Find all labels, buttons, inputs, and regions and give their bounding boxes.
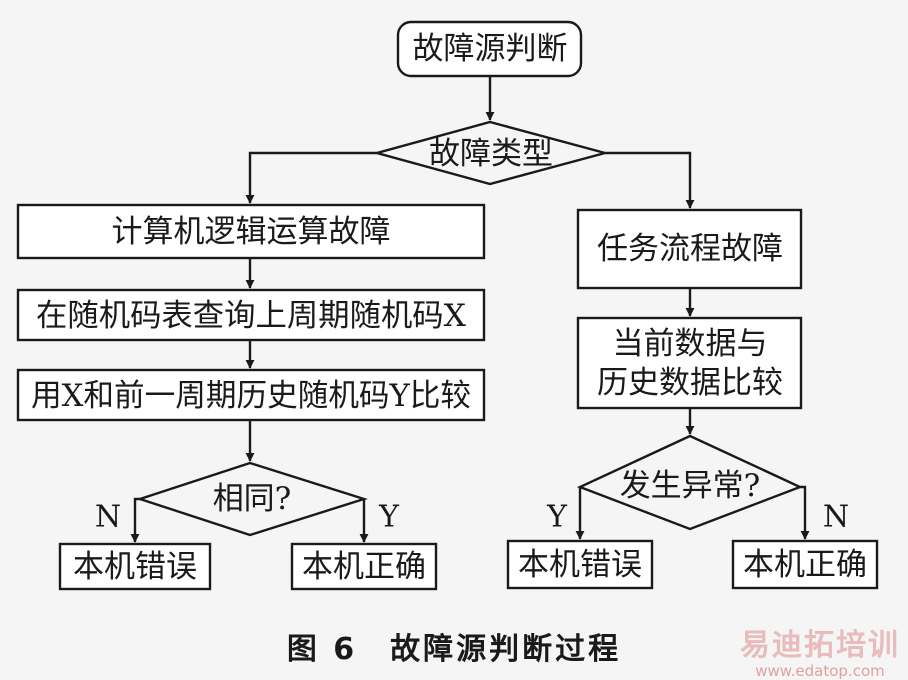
figure-caption: 图 6 故障源判断过程 xyxy=(286,632,622,667)
query-random-code-label: 在随机码表查询上周期随机码X xyxy=(36,298,466,334)
logic-fault-label: 计算机逻辑运算故障 xyxy=(112,214,391,250)
compare-random-code-box xyxy=(16,368,486,422)
same-decision-label: 相同? xyxy=(213,481,292,517)
data-compare-label-line1: 当前数据与 xyxy=(613,326,768,362)
compare-random-code-label: 用X和前一周期历史随机码Y比较 xyxy=(31,378,471,414)
left-result-error-box xyxy=(58,542,212,591)
same-decision xyxy=(136,461,368,537)
start-label: 故障源判断 xyxy=(413,31,568,67)
anomaly-decision xyxy=(576,434,804,531)
task-flow-fault-label: 任务流程故障 xyxy=(597,231,783,267)
arrow-same-no xyxy=(130,497,140,543)
arrow-type-to-logic xyxy=(245,151,377,204)
task-flow-fault-box xyxy=(576,208,803,290)
data-compare-label-line2: 历史数据比较 xyxy=(597,365,783,401)
fault-type-decision xyxy=(372,120,610,186)
watermark-logo: 易迪拓培训 xyxy=(740,628,900,663)
right-result-error-box xyxy=(506,539,654,590)
left-result-correct-box xyxy=(290,542,438,591)
right-result-error-label: 本机错误 xyxy=(518,547,642,583)
left-yes-label: Y xyxy=(378,500,400,535)
arrow-anomaly-no xyxy=(800,485,810,540)
anomaly-decision-label: 发生异常? xyxy=(620,468,761,504)
right-yes-label: Y xyxy=(546,500,568,535)
left-result-correct-label: 本机正确 xyxy=(302,549,426,585)
data-compare-box xyxy=(576,316,803,410)
watermark-url: www.edatop.com xyxy=(755,662,885,680)
fault-type-label: 故障类型 xyxy=(429,136,553,172)
watermark: 易迪拓培训 www.edatop.com xyxy=(740,620,900,680)
right-result-correct-box xyxy=(731,539,879,590)
right-no-label: N xyxy=(823,500,849,535)
right-result-correct-label: 本机正确 xyxy=(743,547,867,583)
left-no-label: N xyxy=(95,500,121,535)
logic-fault-box xyxy=(16,203,486,260)
arrow-type-to-task xyxy=(605,151,695,209)
left-result-error-label: 本机错误 xyxy=(73,549,197,585)
